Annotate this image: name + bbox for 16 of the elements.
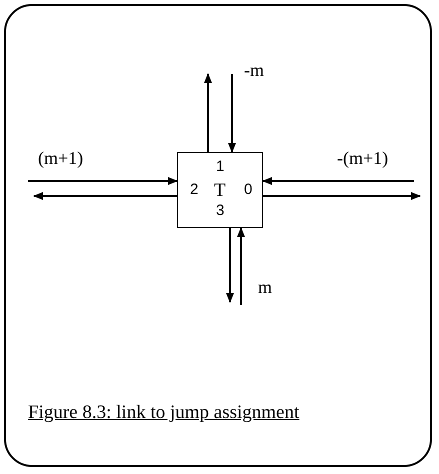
figure-caption: Figure 8.3: link to jump assignment [28,402,300,424]
arrow [33,192,177,200]
port-number: 2 [190,182,198,198]
port-number: 1 [216,159,224,175]
node-label: T [214,181,226,201]
process-box [177,152,263,228]
arrow [28,177,178,185]
port-number: 0 [244,182,252,198]
arrow [263,192,421,200]
arrow [262,177,414,185]
figure-frame [4,4,432,467]
arrow [237,227,245,305]
port-number: 3 [216,203,224,219]
arrow [226,228,234,303]
arrow [228,74,236,153]
arrow [204,73,212,152]
